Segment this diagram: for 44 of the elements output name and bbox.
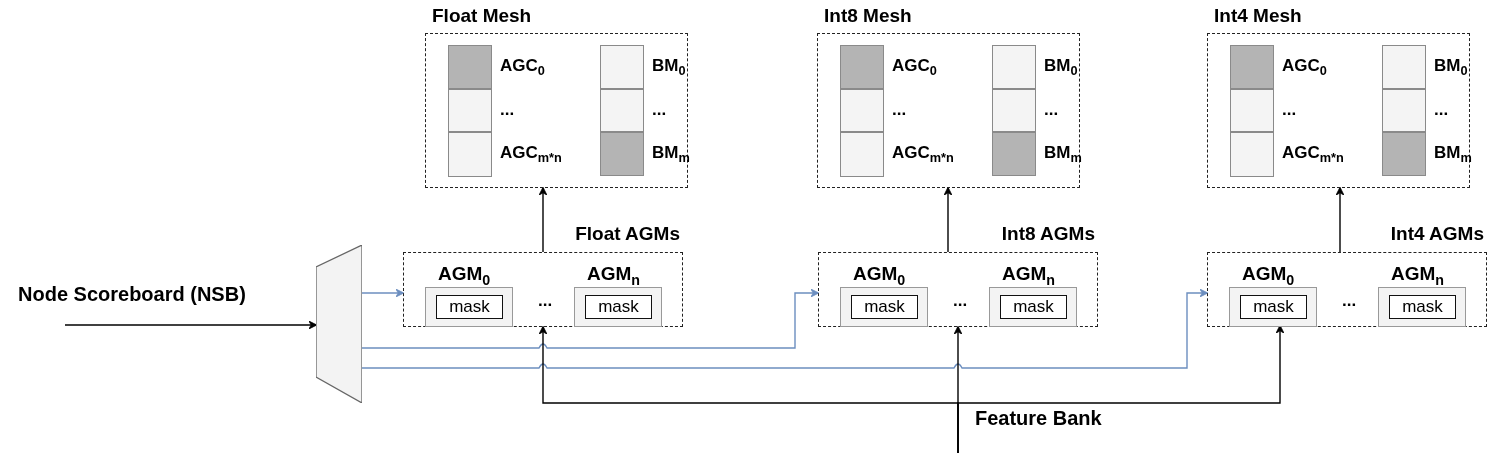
cell-label: ...: [1282, 99, 1297, 120]
arrow: [1335, 186, 1345, 253]
cell-label: ...: [652, 99, 667, 120]
agm-label: AGM$_{n}$: [1002, 263, 1056, 285]
bus-label: Feature Bank: [975, 407, 1102, 430]
group-title: Int4 AGMs: [1390, 223, 1484, 245]
agm-label: AGM$_{n}$: [587, 263, 641, 285]
agm-label: AGM$_{0}$: [1242, 263, 1295, 285]
arrow: [943, 186, 953, 253]
ellipsis: ...: [538, 291, 553, 311]
agm-label: AGM$_{0}$: [438, 263, 491, 285]
ellipsis: ...: [953, 291, 968, 311]
cell-label: BM$_{0}$: [1044, 55, 1078, 76]
cell-label: ...: [1434, 99, 1449, 120]
mask-box: mask: [436, 295, 503, 319]
mask-box: mask: [585, 295, 652, 319]
mesh-title: Int8 Mesh: [824, 5, 912, 27]
mask-box: mask: [851, 295, 918, 319]
group-title: Int8 AGMs: [1001, 223, 1095, 245]
mask-box: mask: [1000, 295, 1067, 319]
agm-label: AGM$_{n}$: [1391, 263, 1445, 285]
arrow: [538, 186, 548, 253]
cell-label: AGC$_{0}$: [500, 55, 545, 76]
ellipsis: ...: [1342, 291, 1357, 311]
cell-label: BM$_{m}$: [652, 143, 690, 164]
cell-label: BM$_{m}$: [1434, 143, 1472, 164]
mesh-title: Int4 Mesh: [1214, 5, 1302, 27]
cell-label: ...: [1044, 99, 1059, 120]
input-label: Node Scoreboard (NSB): [18, 283, 246, 306]
group-title: Float AGMs: [575, 223, 680, 245]
cell-label: ...: [500, 99, 515, 120]
mask-box: mask: [1389, 295, 1456, 319]
mask-box: mask: [1240, 295, 1307, 319]
cell-label: BM$_{m}$: [1044, 143, 1082, 164]
cell-label: AGC$_{m*n}$: [500, 143, 562, 164]
cell-label: AGC$_{0}$: [1282, 55, 1327, 76]
cell-label: AGC$_{m*n}$: [892, 143, 954, 164]
cell-label: BM$_{0}$: [1434, 55, 1468, 76]
mesh-title: Float Mesh: [432, 5, 532, 27]
cell-label: AGC$_{0}$: [892, 55, 937, 76]
cell-label: BM$_{0}$: [652, 55, 686, 76]
cell-label: AGC$_{m*n}$: [1282, 143, 1344, 164]
agm-label: AGM$_{0}$: [853, 263, 906, 285]
cell-label: ...: [892, 99, 907, 120]
